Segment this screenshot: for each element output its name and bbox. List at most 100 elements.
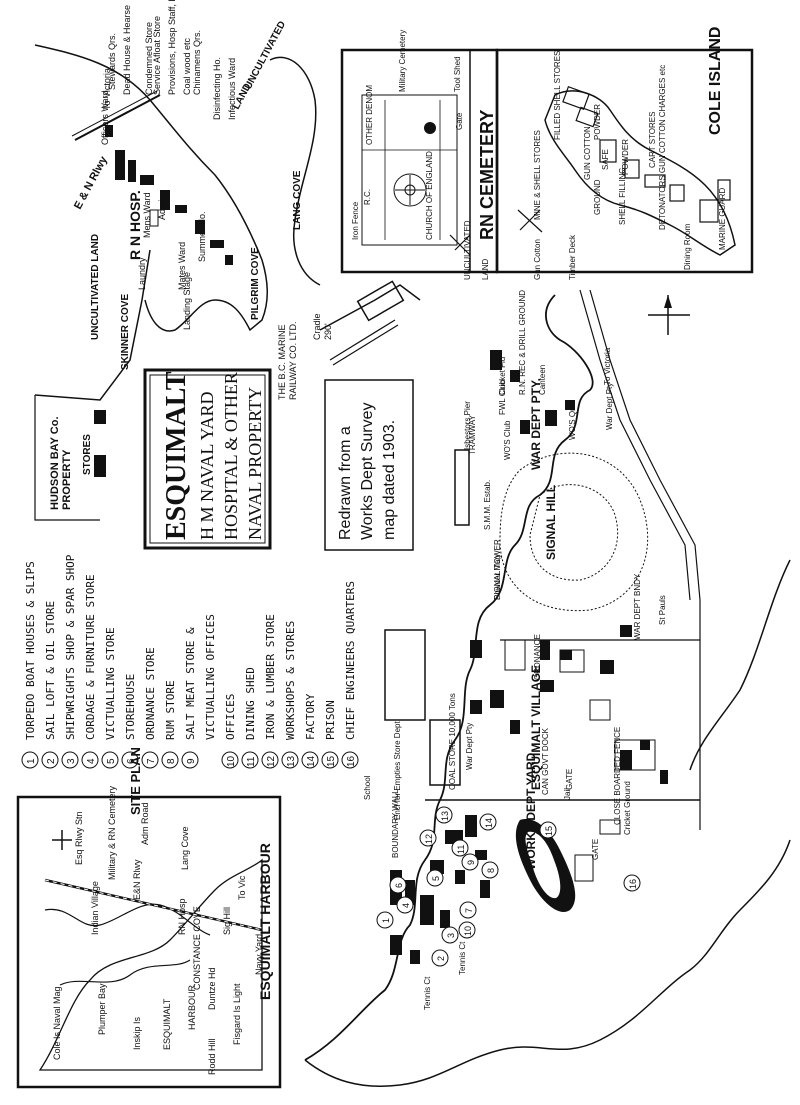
yard-number-circle [459, 901, 477, 919]
war-dept-label: WAR DEPT PTY. [529, 378, 543, 470]
cole-label: Gun Cotton [533, 239, 542, 280]
site-plan-label: Duntze Hd [207, 967, 217, 1010]
hospital-label: Coal wood etc [182, 37, 192, 95]
war-dept-label: Canteen [538, 365, 547, 395]
yard-number: 3 [446, 933, 456, 938]
war-dept-label: GATE [591, 839, 600, 860]
hospital-area: E & N Rlwy R N HOSP.To VictoriaStewards … [34, 0, 321, 370]
cole-title-line1: COLE ISLAND [707, 27, 724, 135]
yard-number: 1 [381, 918, 391, 923]
land-label: UNCULTIVATED [243, 20, 288, 92]
yard-number: 14 [484, 818, 494, 828]
yard-number-circle [431, 949, 449, 967]
site-plan-label: Cole Is Naval Mag [52, 986, 62, 1060]
yard-number-circle [441, 926, 459, 944]
war-dept-label: Encl for Empties Store Dept [393, 721, 402, 820]
yard-number: 16 [628, 879, 638, 889]
legend-number-circle [261, 751, 279, 769]
cove-label: LANG COVE [292, 170, 303, 230]
note-line3: map dated 1903. [381, 420, 398, 540]
yard-number-circle [623, 874, 641, 892]
hospital-label: Landing Stage [182, 272, 192, 330]
war-dept-label: UNCULTIVATED [463, 220, 472, 280]
site-plan-label: Fisgard Is Light [232, 983, 242, 1045]
war-dept-label: LAND [481, 258, 490, 280]
site-plan-label: CONSTANCE COVE [192, 906, 202, 990]
legend-item-label: VICTUALLING STORE [104, 627, 117, 740]
legend-number-circle [141, 751, 159, 769]
hospital-label: Mates Ward [177, 242, 187, 290]
cole-label: SHELL FILLING [618, 167, 627, 225]
marine-railway: THE B.C. MARINE RAILWAY CO. LTD. Cradle … [277, 280, 421, 400]
war-dept-label: Cricket Ground [623, 781, 632, 835]
site-plan-label: RN Hosp [177, 898, 187, 935]
war-dept-label: Isbestors Pier [463, 401, 472, 450]
yard-number-circle [451, 839, 469, 857]
war-dept-label: CAN GOVT DOCK [541, 727, 550, 795]
cove-label: SKINNER COVE [120, 294, 131, 370]
site-plan-label: Indian Village [90, 881, 100, 935]
yard-number: 10 [463, 926, 473, 936]
hospital-label: Disinfecting Ho. [212, 57, 222, 120]
legend-number: 12 [266, 755, 277, 767]
war-dept-label: Cricket Fld [498, 357, 507, 395]
legend-number: 6 [126, 758, 137, 764]
cemetery-label: Military Cemetery [398, 30, 407, 92]
marine-line2: RAILWAY CO. LTD. [288, 321, 298, 400]
hospital-label: Officers Ward [100, 90, 110, 145]
site-plan-label: Inskip Is [132, 1016, 142, 1050]
yard-number: 2 [436, 956, 446, 961]
site-plan-label: Military & RN Cemetery [107, 785, 117, 880]
yard-number-circle [396, 896, 414, 914]
hosp-rail-label: E & N Rlwy [72, 154, 110, 212]
legend-number-circle [81, 751, 99, 769]
war-dept-label: WO'S Club [503, 420, 512, 460]
legend-item-label: SAIL LOFT & OIL STORE [44, 601, 57, 740]
yard-number-circle [479, 813, 497, 831]
legend-number-circle [41, 751, 59, 769]
legend-item-label: CORDAGE & FURNITURE STORE [84, 574, 97, 740]
site-plan-label: E&N Rlwy [132, 859, 142, 900]
cole-label: FILLED SHELL STORES [553, 51, 562, 140]
site-plan-label: Adm Road [140, 802, 150, 845]
legend-number-circle [121, 751, 139, 769]
legend-number-circle [101, 751, 119, 769]
war-dept-label: FWL Club [498, 379, 507, 415]
site-plan-title: SITE PLAN [128, 747, 143, 815]
land-label: UNCULTIVATED LAND [90, 234, 101, 340]
cole-label: MINE & SHELL STORES [533, 130, 542, 220]
cemetery-label: Gate [455, 112, 464, 130]
yard-number-circle [426, 869, 444, 887]
note-box: Redrawn from a Works Dept Survey map dat… [324, 379, 414, 551]
legend-item-label: VICTUALLING OFFICES [204, 614, 217, 740]
site-plan-inset: SITE PLAN ESQUIMALT HARBOUR Esq Rlwy Stn… [16, 747, 282, 1089]
legend-item-label: FACTORY [304, 693, 317, 740]
legend-item-label: STOREHOUSE [124, 674, 137, 740]
legend-number-circle [301, 751, 319, 769]
legend-number: 7 [146, 758, 157, 764]
legend-number-circle [281, 751, 299, 769]
legend-number: 8 [166, 758, 177, 764]
legend-number: 9 [186, 758, 197, 764]
legend-item-label: DINING SHED [244, 667, 257, 740]
cemetery-label: OTHER DENOM [365, 85, 374, 145]
hospital-label: Infectious Ward [227, 58, 237, 120]
cole-label: SAFE [601, 149, 610, 170]
cemetery-label: R.C. [363, 189, 372, 205]
yard-number: 6 [394, 883, 404, 888]
hudson-bay-property: HUDSON BAY Co. PROPERTY STORES [34, 249, 151, 521]
legend-number-circle [321, 751, 339, 769]
site-plan-label: Esq Rlwy Stn [74, 811, 84, 865]
hospital-label: Service Afloat Store [152, 16, 162, 95]
legend-number-circle [21, 751, 39, 769]
yard-number: 11 [456, 845, 466, 854]
war-dept-label: Powder Mag [493, 555, 502, 600]
war-dept-label: CLOSE BOARDED FENCE [613, 727, 622, 825]
site-plan-footer: ESQUIMALT HARBOUR [257, 843, 273, 1000]
site-plan-label: Navy Yard [254, 934, 264, 975]
yard-number: 7 [464, 908, 474, 913]
